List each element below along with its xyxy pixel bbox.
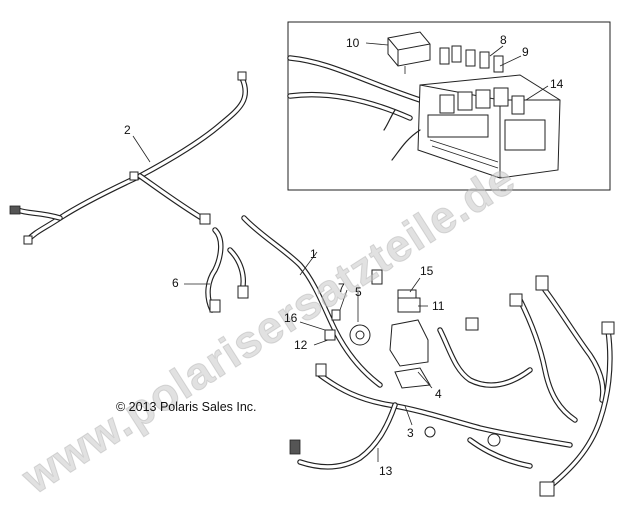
callout-numbers: 1 2 3 4 5 6 7 8 9 10 11 12 13 14 15 16 [124,33,564,478]
relay-bracket [324,289,431,389]
callout-4: 4 [435,387,442,401]
copyright-text: © 2013 Polaris Sales Inc. [116,400,257,414]
callout-2: 2 [124,123,131,137]
callout-12: 12 [294,338,308,352]
harness-2 [9,71,249,245]
callout-15: 15 [420,264,434,278]
callout-16: 16 [284,311,298,325]
main-harness [205,215,615,497]
callout-13: 13 [379,464,393,478]
watermark-text: www.polarisersatzteile.de [12,152,524,504]
leader-lines [132,42,549,462]
callout-6: 6 [172,276,179,290]
inset-detail [287,21,611,191]
fuse-box [417,74,561,179]
callout-14: 14 [550,77,564,91]
callout-8: 8 [500,33,507,47]
callout-3: 3 [407,426,414,440]
callout-5: 5 [355,285,362,299]
relay-10 [387,31,431,74]
fuses-8-9 [439,45,504,73]
callout-10: 10 [346,36,360,50]
callout-9: 9 [522,45,529,59]
callout-11: 11 [432,299,445,313]
callout-7: 7 [338,281,345,295]
callout-1: 1 [310,247,317,261]
